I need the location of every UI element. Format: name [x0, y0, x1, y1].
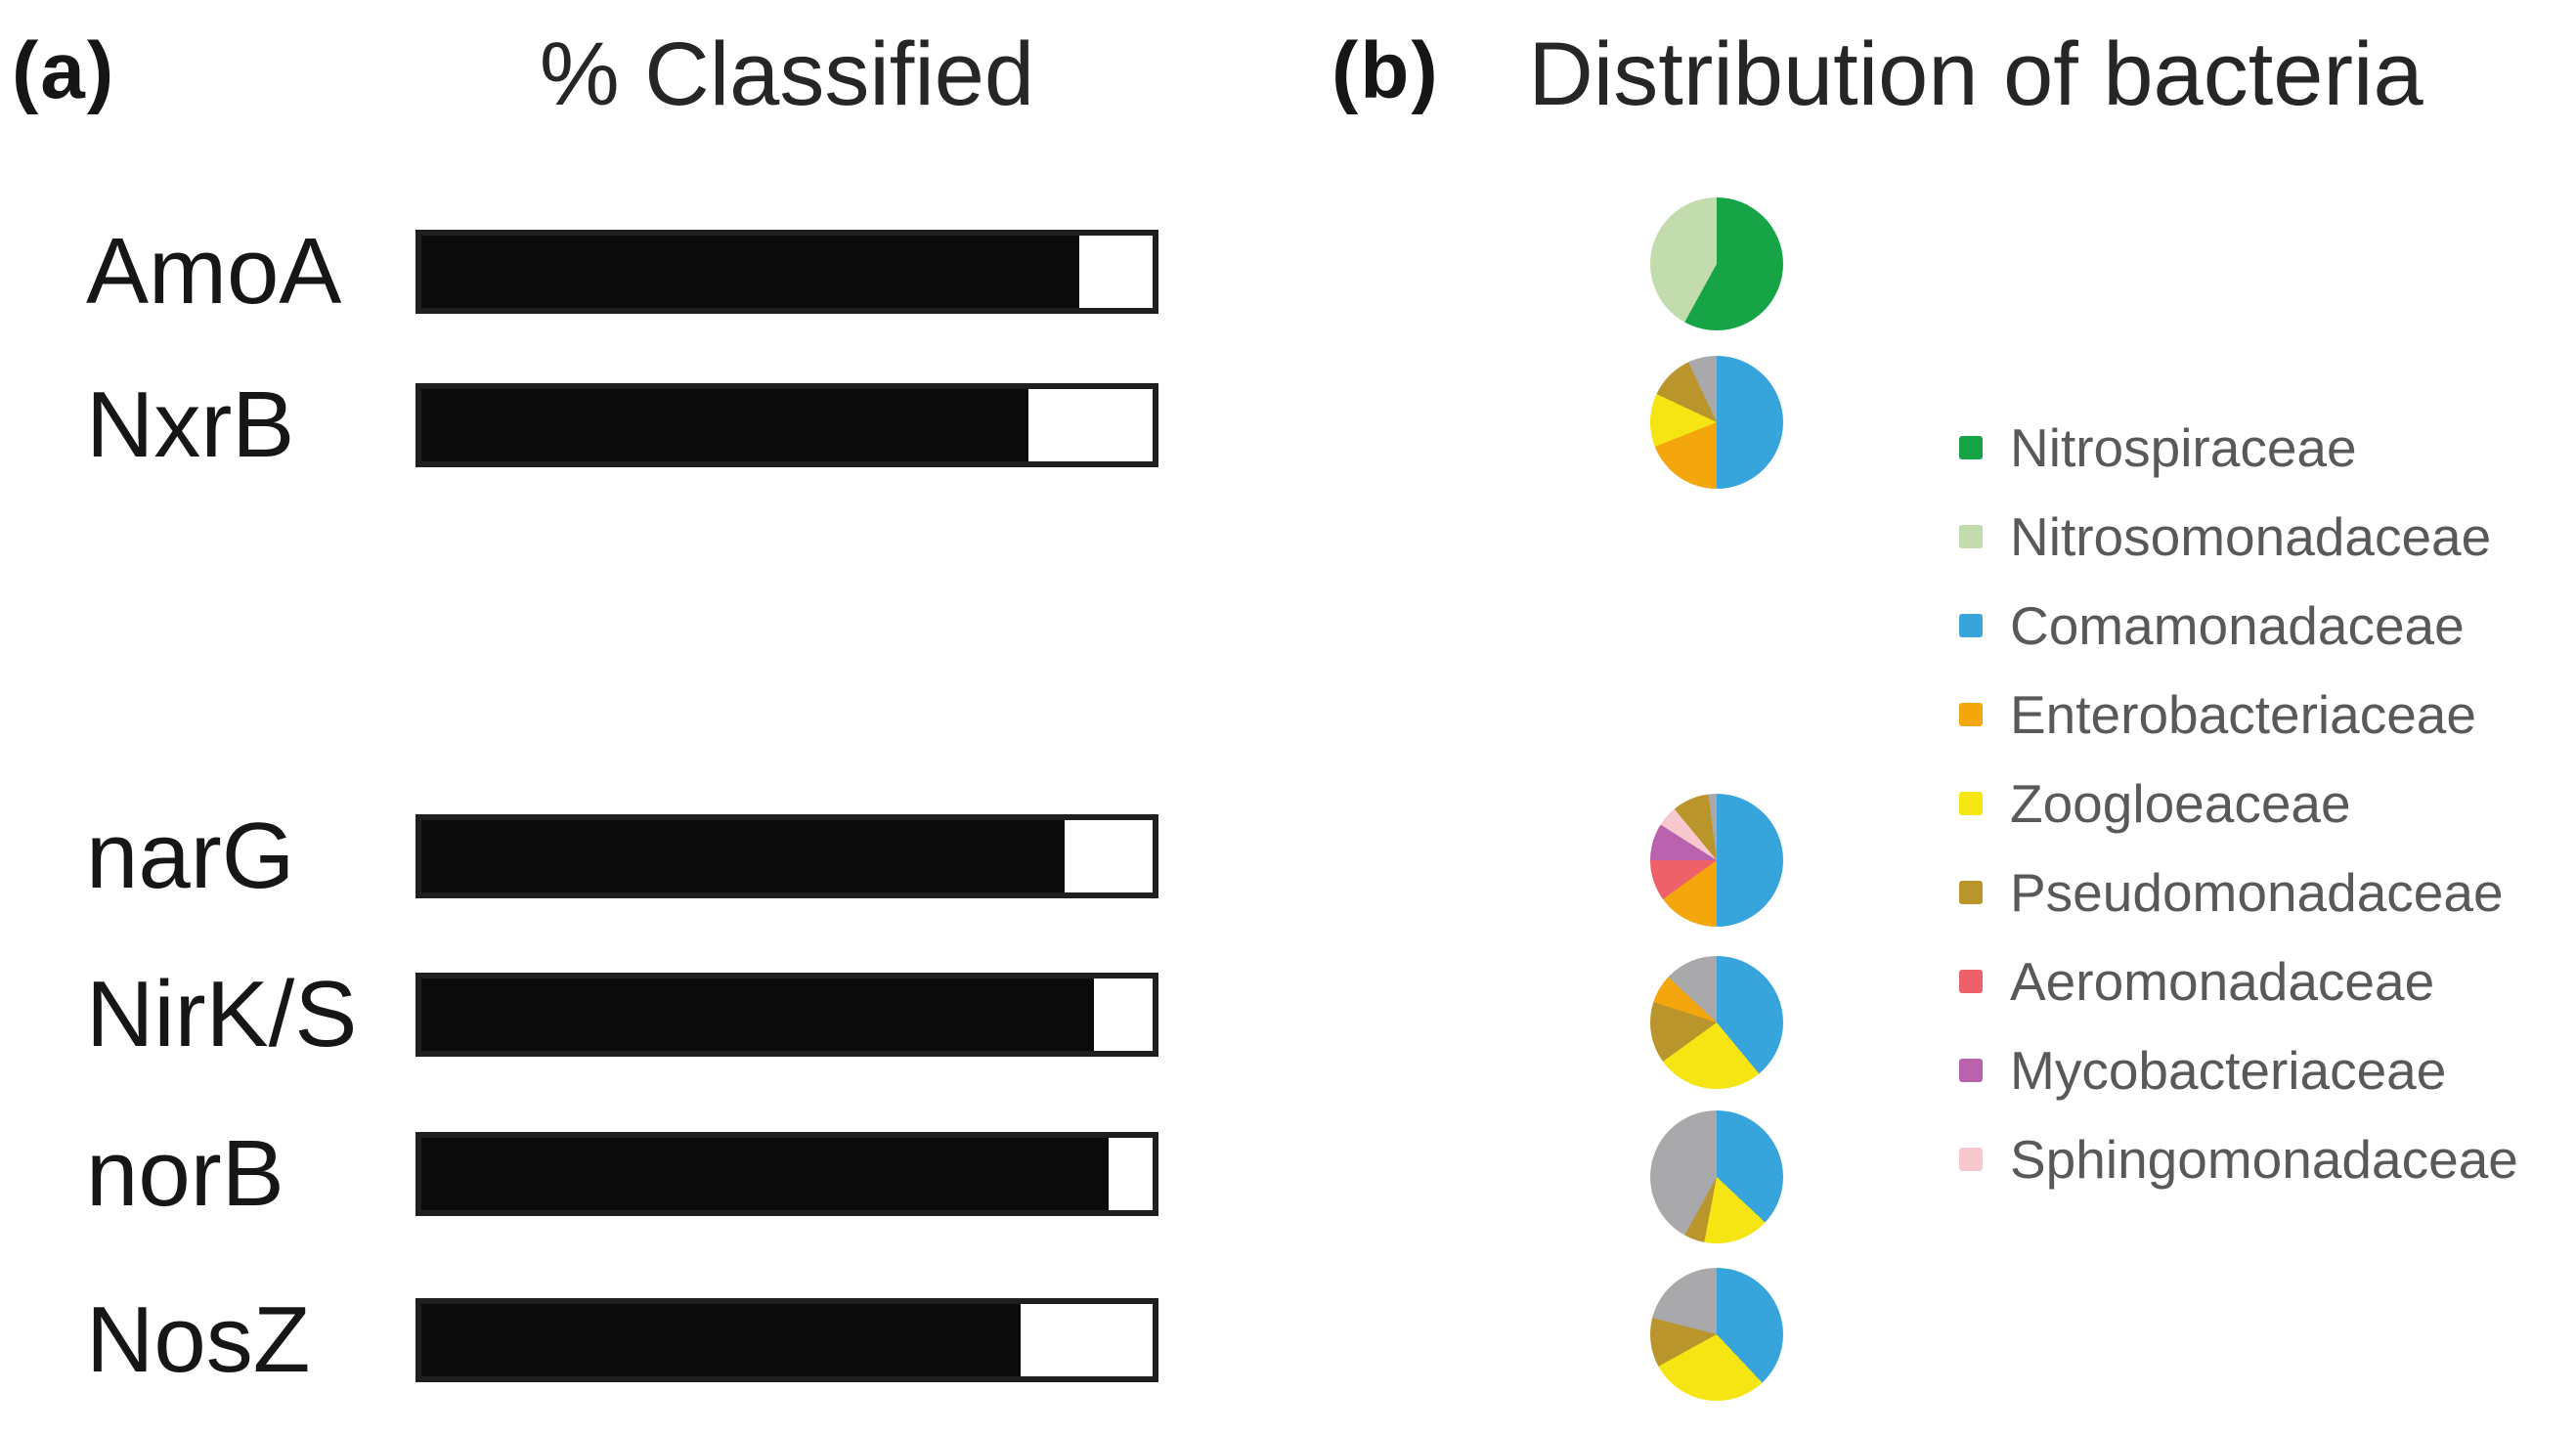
legend-label-aeromonadaceae: Aeromonadaceae — [2010, 950, 2435, 1012]
gene-label-nxrb: NxrB — [86, 372, 295, 477]
classified-bar-narg — [415, 814, 1158, 898]
legend-label-comamonadaceae: Comamonadaceae — [2010, 594, 2465, 656]
legend-label-nitrosomonadaceae: Nitrosomonadaceae — [2010, 505, 2492, 567]
pie-narg — [1650, 794, 1783, 927]
legend-swatch-aeromonadaceae — [1959, 969, 1983, 993]
pie-amoa — [1650, 197, 1783, 330]
legend-item-sphingomonadaceae: Sphingomonadaceae — [1959, 1114, 2518, 1203]
legend-swatch-zoogloeaceae — [1959, 791, 1983, 815]
panel-a-label: (a) — [12, 26, 116, 115]
legend-label-nitrospiraceae: Nitrospiraceae — [2010, 416, 2357, 478]
legend-label-sphingomonadaceae: Sphingomonadaceae — [2010, 1128, 2518, 1190]
pie-nxrb — [1650, 356, 1783, 489]
classified-bar-fill-nirk-s — [421, 978, 1095, 1051]
classified-bar-nxrb — [415, 383, 1158, 467]
legend-swatch-comamonadaceae — [1959, 613, 1983, 637]
gene-label-norb: norB — [86, 1121, 284, 1226]
classified-bar-nirk-s — [415, 973, 1158, 1057]
legend-swatch-nitrosomonadaceae — [1959, 524, 1983, 548]
gene-label-amoa: AmoA — [86, 219, 342, 324]
gene-label-narg: narG — [86, 804, 295, 908]
panel-a-title: % Classified — [539, 24, 1035, 124]
pie-nosz — [1650, 1268, 1783, 1401]
legend-label-mycobacteriaceae: Mycobacteriaceae — [2010, 1039, 2447, 1101]
legend-item-aeromonadaceae: Aeromonadaceae — [1959, 936, 2518, 1025]
legend-item-mycobacteriaceae: Mycobacteriaceae — [1959, 1025, 2518, 1114]
gene-label-nosz: NosZ — [86, 1287, 311, 1392]
legend-label-enterobacteriaceae: Enterobacteriaceae — [2010, 683, 2476, 745]
legend-swatch-pseudomonadaceae — [1959, 880, 1983, 904]
gene-label-nirk-s: NirK/S — [86, 962, 358, 1066]
legend-swatch-nitrospiraceae — [1959, 435, 1983, 459]
legend-item-enterobacteriaceae: Enterobacteriaceae — [1959, 670, 2518, 759]
legend-swatch-enterobacteriaceae — [1959, 702, 1983, 726]
pie-norb — [1650, 1110, 1783, 1243]
legend-item-zoogloeaceae: Zoogloeaceae — [1959, 759, 2518, 848]
legend-item-comamonadaceae: Comamonadaceae — [1959, 581, 2518, 670]
legend-item-nitrosomonadaceae: Nitrosomonadaceae — [1959, 492, 2518, 581]
legend-label-pseudomonadaceae: Pseudomonadaceae — [2010, 861, 2504, 923]
legend-item-nitrospiraceae: Nitrospiraceae — [1959, 403, 2518, 492]
legend-item-pseudomonadaceae: Pseudomonadaceae — [1959, 848, 2518, 936]
classified-bar-fill-amoa — [421, 236, 1080, 308]
classified-bar-norb — [415, 1132, 1158, 1216]
panel-b-label: (b) — [1332, 26, 1440, 115]
classified-bar-fill-narg — [421, 820, 1066, 892]
legend-swatch-mycobacteriaceae — [1959, 1058, 1983, 1082]
pie-nirk-s — [1650, 956, 1783, 1089]
classified-bar-amoa — [415, 230, 1158, 314]
legend-label-zoogloeaceae: Zoogloeaceae — [2010, 772, 2351, 834]
panel-b-title: Distribution of bacteria — [1528, 24, 2423, 124]
classified-bar-nosz — [415, 1298, 1158, 1382]
classified-bar-fill-norb — [421, 1138, 1110, 1210]
legend-swatch-sphingomonadaceae — [1959, 1147, 1983, 1171]
classified-bar-fill-nosz — [421, 1304, 1022, 1376]
classified-bar-fill-nxrb — [421, 389, 1028, 461]
